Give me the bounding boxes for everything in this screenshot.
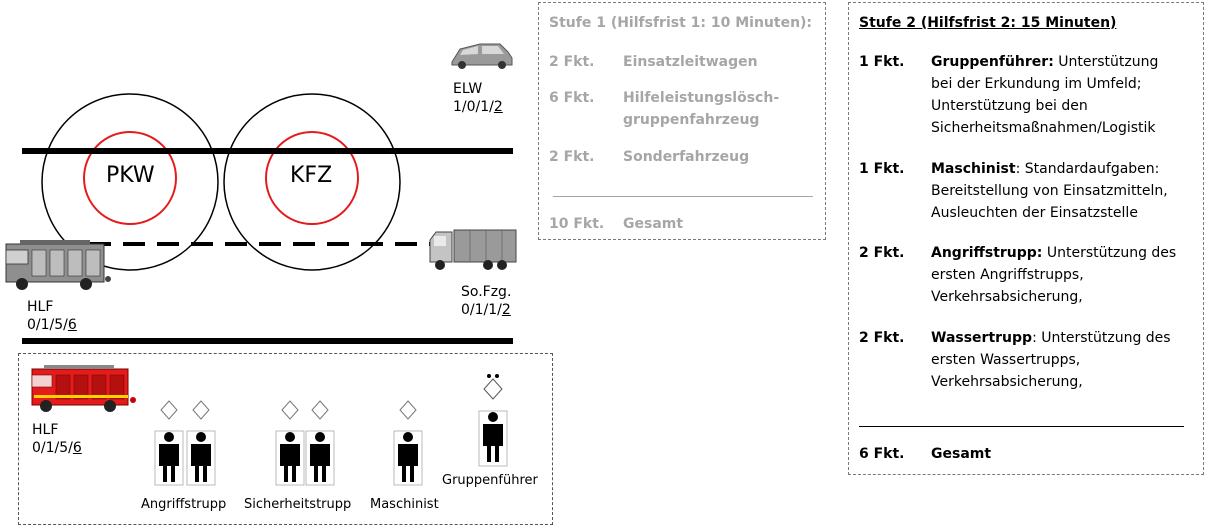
circle-outer-right [223,93,401,271]
sofzg-label: So.Fzg. 0/1/1/2 [461,283,511,319]
stufe2-box: Stufe 2 (Hilfsfrist 2: 15 Minuten) 1 Fkt… [848,2,1204,475]
sofzg-numbers: 0/1/1/2 [461,302,511,318]
elw-label: ELW 1/0/1/2 [453,80,503,116]
hlf-crew-numbers: 0/1/5/6 [32,440,82,456]
elw-name: ELW [453,81,483,97]
crew-figure-angriffstrupp-1 [154,400,184,486]
crew-label-maschinist: Maschinist [370,497,439,512]
stufe1-divider [553,196,813,197]
hlf-red-truck-icon [31,365,136,412]
hlf-top-label: HLF 0/1/5/6 [27,298,77,334]
crew-label-angriffstrupp: Angriffstrupp [141,497,227,512]
stufe2-title: Stufe 2 (Hilfsfrist 2: 15 Minuten) [859,15,1117,31]
circle-label-kfz: KFZ [290,163,333,188]
circle-outer-left [41,93,219,271]
crew-figure-angriffstrupp-2 [186,400,216,486]
hlf-crew-label: HLF 0/1/5/6 [32,421,82,457]
crew-figure-maschinist [393,400,423,486]
crew-figure-sicherheitstrupp-2 [305,400,335,486]
crew-figure-sicherheitstrupp-1 [275,400,305,486]
stufe2-divider [859,426,1184,427]
elw-car-icon [451,43,513,69]
hlf-top-name: HLF [27,299,54,315]
circle-inner-right [265,131,359,225]
circle-label-pkw: PKW [106,163,155,188]
hlf-top-numbers: 0/1/5/6 [27,317,77,333]
stufe1-title: Stufe 1 (Hilfsfrist 1: 10 Minuten): [549,15,813,31]
elw-numbers: 1/0/1/2 [453,99,503,115]
hlf-grey-truck-icon [5,240,111,290]
crew-box [18,353,553,525]
stufe1-box: Stufe 1 (Hilfsfrist 1: 10 Minuten): 2 Fk… [538,2,826,240]
crew-label-sicherheitstrupp: Sicherheitstrupp [244,497,352,512]
hlf-crew-name: HLF [32,422,59,438]
crew-figure-gruppenfuehrer [478,374,508,467]
sofzg-name: So.Fzg. [461,284,512,300]
circle-inner-left [83,131,177,225]
crew-label-gruppenfuehrer: Gruppenführer [442,473,538,488]
sonderfahrzeug-truck-icon [429,229,517,270]
